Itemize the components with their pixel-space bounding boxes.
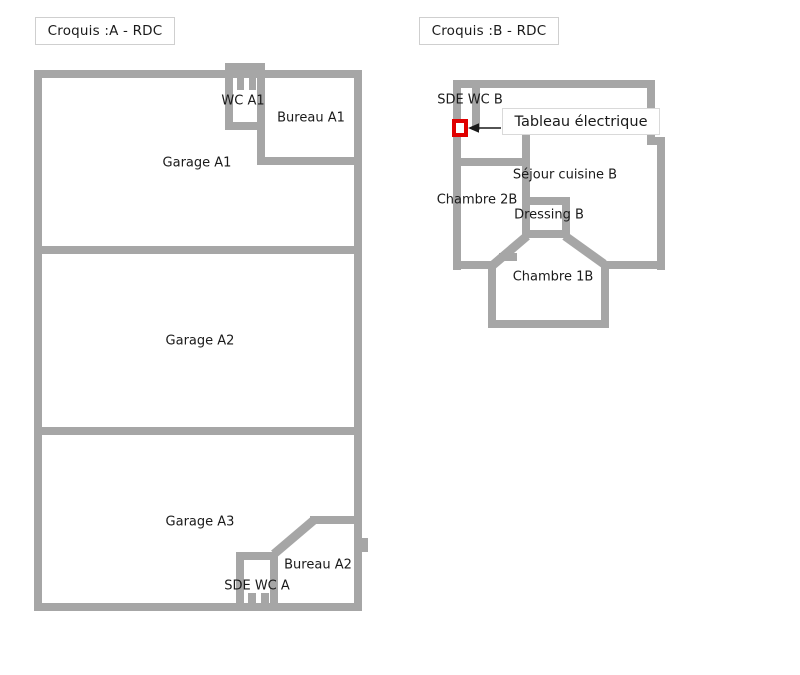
plan-b-walls — [453, 80, 665, 328]
electrical-panel-marker-icon — [452, 119, 468, 137]
room-label-garage-a2: Garage A2 — [165, 333, 235, 349]
plan-a-chamfer-wall — [271, 516, 317, 558]
room-label-chambre-1b: Chambre 1B — [512, 269, 594, 285]
plan-a-walls — [34, 63, 368, 611]
room-label-bureau-a1: Bureau A1 — [277, 110, 345, 126]
croquis-a-title: Croquis :A - RDC — [47, 23, 163, 39]
room-label-chambre-2b: Chambre 2B — [436, 192, 518, 208]
room-label-garage-a3: Garage A3 — [165, 514, 235, 530]
room-label-sde-wc-a: SDE WC A — [224, 578, 290, 594]
plan-b-right-chamfer-wall — [562, 232, 607, 268]
room-label-bureau-a2: Bureau A2 — [284, 557, 352, 573]
tableau-annotation-graphics — [452, 119, 501, 137]
plan-b-left-chamfer-wall — [490, 232, 530, 269]
room-label-sde-wc-b: SDE WC B — [437, 92, 503, 108]
tableau-electrique-label: Tableau électrique — [514, 113, 648, 130]
croquis-b-title: Croquis :B - RDC — [431, 23, 547, 39]
room-label-garage-a1: Garage A1 — [162, 155, 232, 171]
room-label-dressing-b: Dressing B — [514, 207, 584, 223]
tableau-electrique-callout-box: Tableau électrique — [502, 108, 660, 135]
croquis-a-title-box: Croquis :A - RDC — [35, 17, 175, 45]
room-label-wc-a1: WC A1 — [221, 93, 265, 109]
room-label-sejour-cuisine-b: Séjour cuisine B — [512, 167, 618, 183]
arrow-head-icon — [468, 123, 479, 133]
croquis-b-title-box: Croquis :B - RDC — [419, 17, 559, 45]
